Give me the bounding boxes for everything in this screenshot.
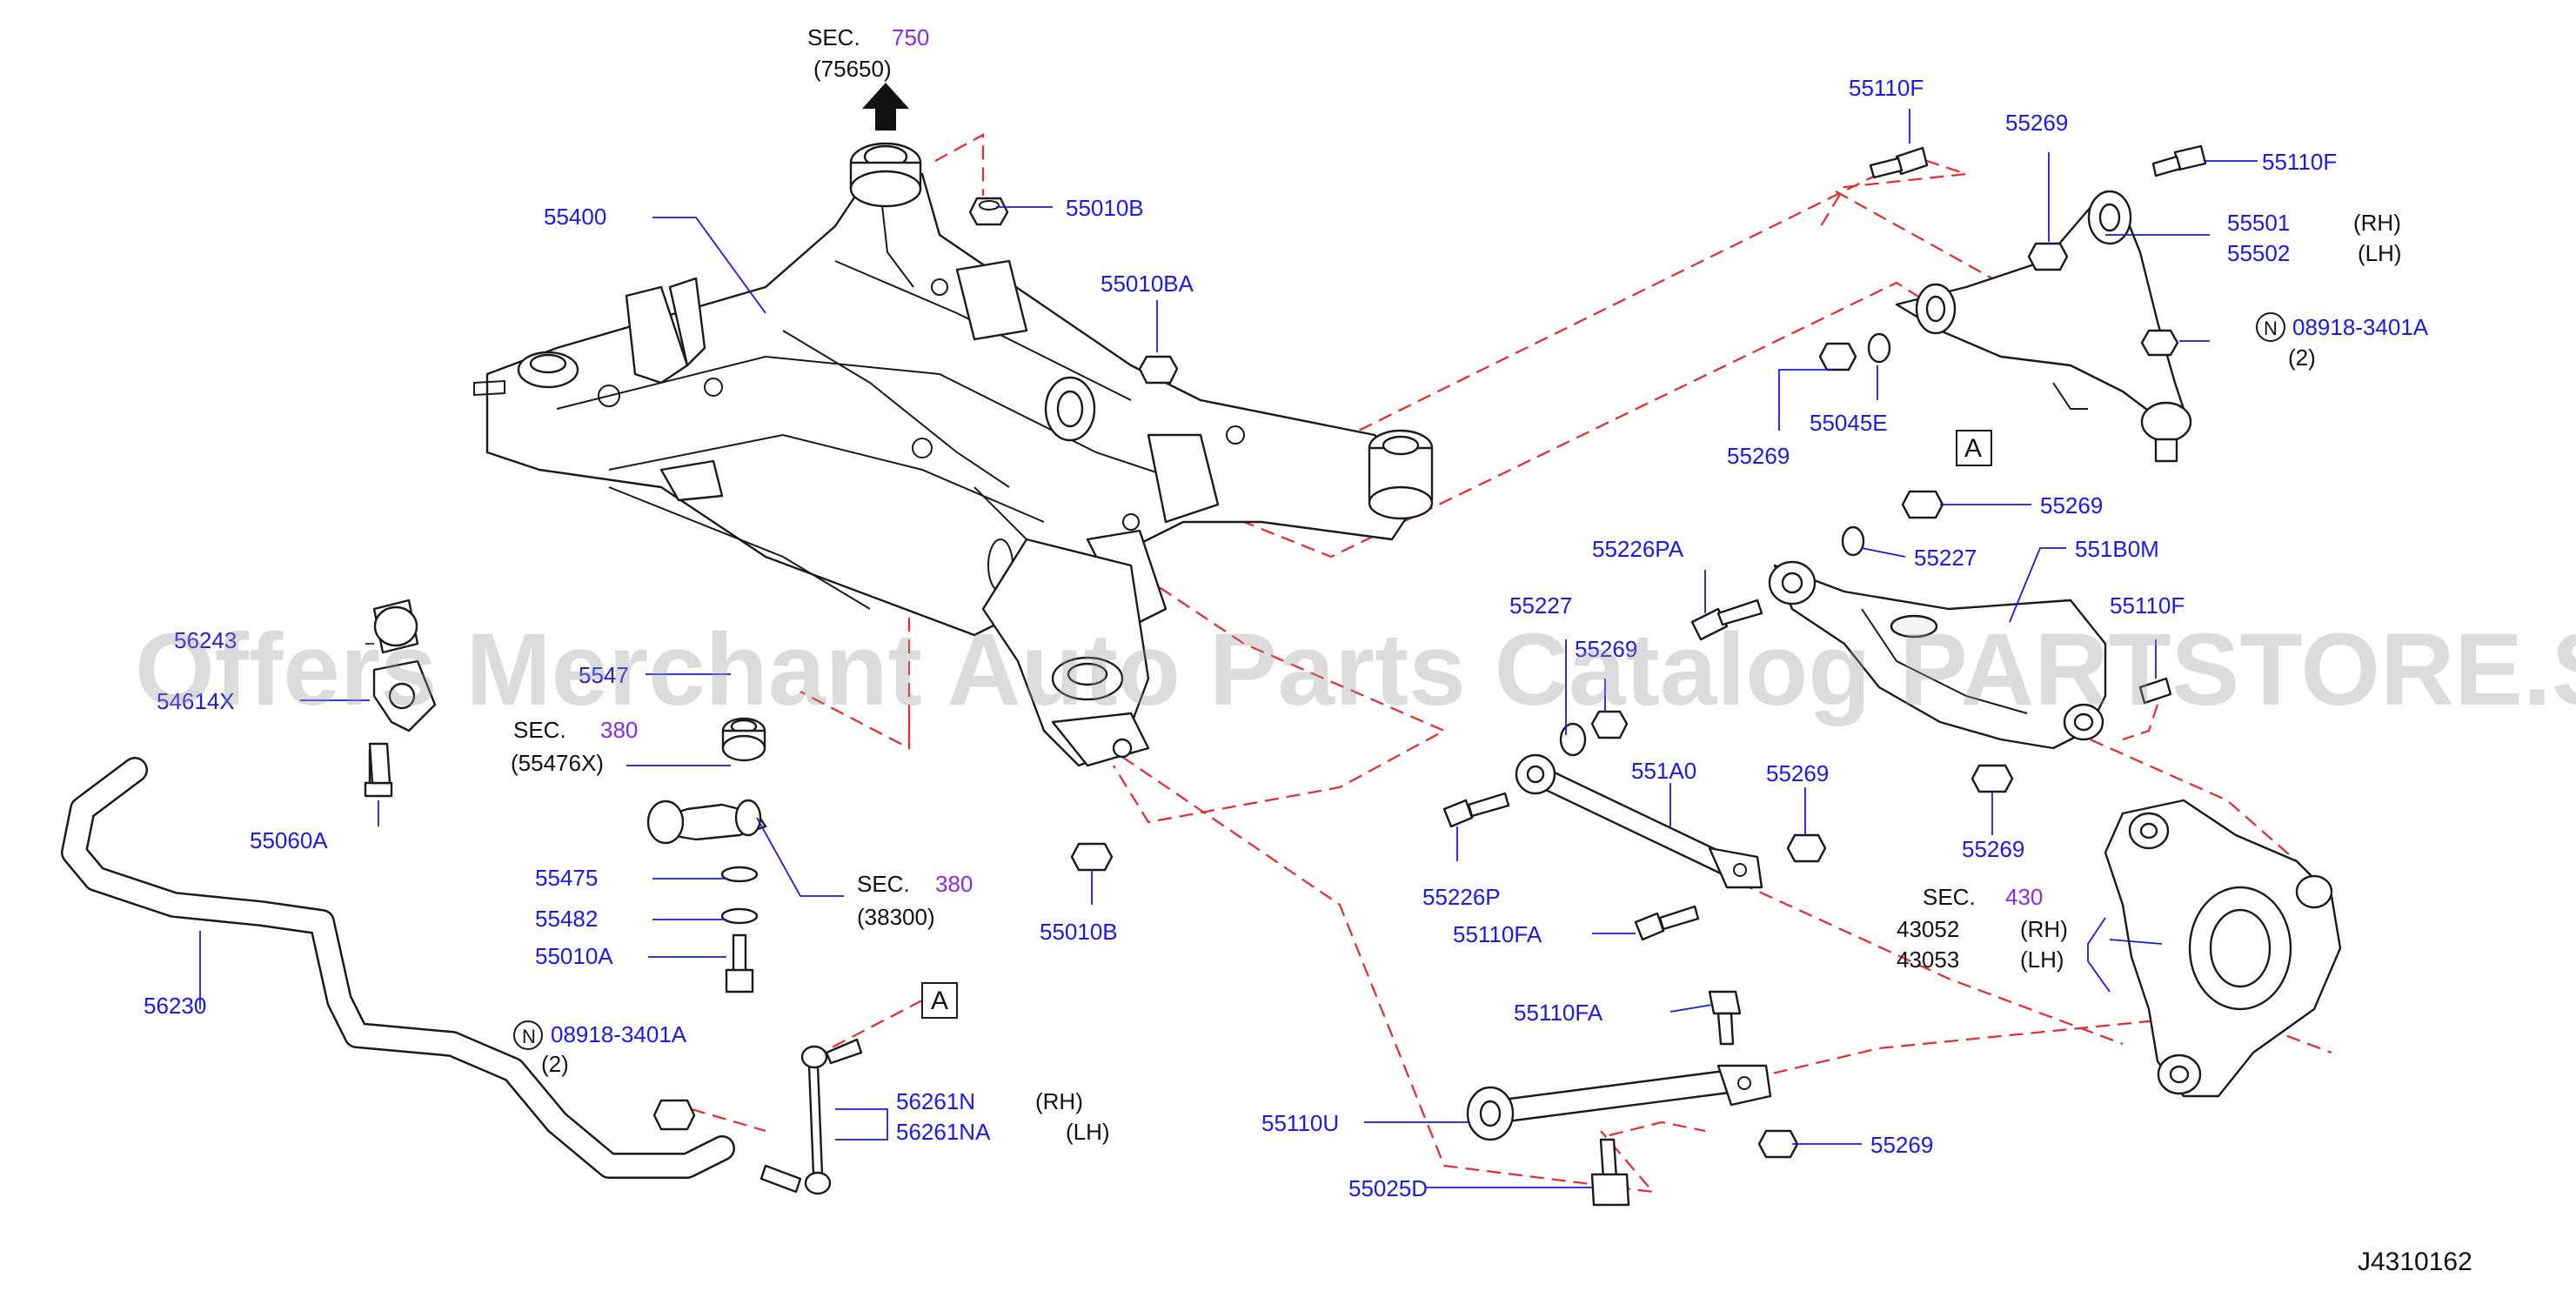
sec-750-num: 750 [892, 24, 929, 50]
sec-380a-num: 380 [600, 717, 638, 743]
sec-430-p2: 43053 [1897, 947, 1959, 973]
sec-430-p1-suffix: (RH) [2020, 916, 2068, 942]
circle-n-right: N [2264, 318, 2278, 339]
sec-380a-prefix: SEC. [513, 717, 566, 743]
label-55501: 55501 [2227, 210, 2290, 236]
label-54614X: 54614X [157, 688, 235, 714]
sec-750-prefix: SEC. [807, 24, 860, 50]
label-55110FA-b: 55110FA [1514, 1000, 1603, 1026]
label-55025D: 55025D [1348, 1175, 1428, 1201]
stabilizer-link-56261N[interactable] [759, 1038, 863, 1195]
label-56230: 56230 [144, 993, 206, 1019]
leader-lines [199, 109, 2258, 1188]
label-55400: 55400 [544, 204, 606, 230]
label-08918-left: 08918-3401A [551, 1021, 687, 1047]
label-55227-right: 55227 [1914, 545, 1977, 571]
sec-380a-sub: (55476X) [511, 750, 604, 776]
diagram-id: J4310162 [2358, 1248, 2472, 1276]
label-55060A: 55060A [250, 827, 328, 853]
label-55502-suffix: (LH) [2358, 240, 2402, 266]
sec-430-num: 430 [2005, 884, 2043, 910]
label-55010A: 55010A [535, 943, 613, 969]
box-a-markers [921, 430, 1992, 1019]
sec-380b-num: 380 [935, 871, 973, 897]
sec-380b-sub: (38300) [857, 904, 935, 930]
box-a-bottom: A [931, 987, 948, 1015]
label-55110FA-a: 55110FA [1453, 921, 1542, 947]
label-55110U: 55110U [1261, 1110, 1339, 1136]
circle-n-markers [513, 312, 2285, 1050]
sec-430-p1: 43052 [1897, 916, 1959, 942]
knuckle-43052[interactable] [2104, 799, 2342, 1098]
label-08918-right: 08918-3401A [2292, 314, 2429, 340]
subframe-lower-link [981, 538, 1150, 767]
label-08918-left-qty: (2) [541, 1051, 569, 1077]
label-56261NA: 56261NA [896, 1119, 991, 1145]
label-55010B-top: 55010B [1066, 195, 1144, 221]
label-55482: 55482 [535, 906, 598, 932]
label-55227-left: 55227 [1509, 592, 1572, 619]
subframe-55400[interactable] [473, 142, 1434, 637]
sec-430-p2-suffix: (LH) [2020, 947, 2064, 973]
label-55045E: 55045E [1810, 410, 1888, 436]
label-56261NA-suffix: (LH) [1066, 1119, 1110, 1145]
label-55226PA: 55226PA [1592, 536, 1684, 562]
label-55110F-right: 55110F [2262, 149, 2337, 175]
sec-430-prefix: SEC. [1923, 884, 1976, 910]
box-a-top: A [1964, 434, 1982, 463]
label-55110F-top: 55110F [1849, 75, 1924, 101]
sec-750-sub: (75650) [813, 56, 892, 82]
lower-control-arm-551B0M[interactable] [1768, 560, 2107, 750]
label-55269-right: 55269 [2040, 492, 2103, 518]
lower-link-55110U[interactable] [1466, 1064, 1772, 1141]
label-55475: 55475 [535, 865, 598, 891]
label-56243: 56243 [174, 627, 237, 653]
watermark-text: Offers Merchant Auto Parts Catalog PARTS… [135, 612, 2576, 727]
stabilizer-bar-56230[interactable] [61, 757, 735, 1179]
label-55010BA: 55010BA [1101, 271, 1194, 297]
label-551A0: 551A0 [1631, 758, 1696, 784]
upper-control-arm-55501[interactable] [1895, 190, 2192, 463]
label-551B0M: 551B0M [2075, 536, 2159, 562]
label-5547: 5547 [579, 662, 629, 688]
circle-n-left: N [522, 1026, 536, 1047]
label-55226P: 55226P [1422, 884, 1501, 910]
label-55269-knuckle: 55269 [1962, 836, 2024, 862]
sec-380b-prefix: SEC. [857, 871, 910, 897]
label-55010B-bottom: 55010B [1040, 919, 1118, 945]
lateral-link-551A0[interactable] [1515, 753, 1763, 889]
labels: SEC. 750 (75650) 55400 55010B 55010BA 55… [144, 24, 2472, 1276]
label-55269-top: 55269 [2005, 110, 2068, 136]
label-55269-over: 55269 [1575, 636, 1637, 662]
label-55269-bot: 55269 [1870, 1132, 1933, 1158]
bushing-stack [646, 717, 767, 993]
hardware [368, 83, 2207, 1207]
label-55501-suffix: (RH) [2353, 210, 2401, 236]
label-55269-mid: 55269 [1727, 443, 1790, 469]
label-56261N-suffix: (RH) [1035, 1088, 1083, 1114]
label-55269-c: 55269 [1766, 760, 1829, 786]
label-55502: 55502 [2227, 240, 2290, 266]
label-55110F-mid: 55110F [2110, 592, 2185, 619]
label-56261N: 56261N [896, 1088, 975, 1114]
label-08918-right-qty: (2) [2288, 344, 2316, 371]
